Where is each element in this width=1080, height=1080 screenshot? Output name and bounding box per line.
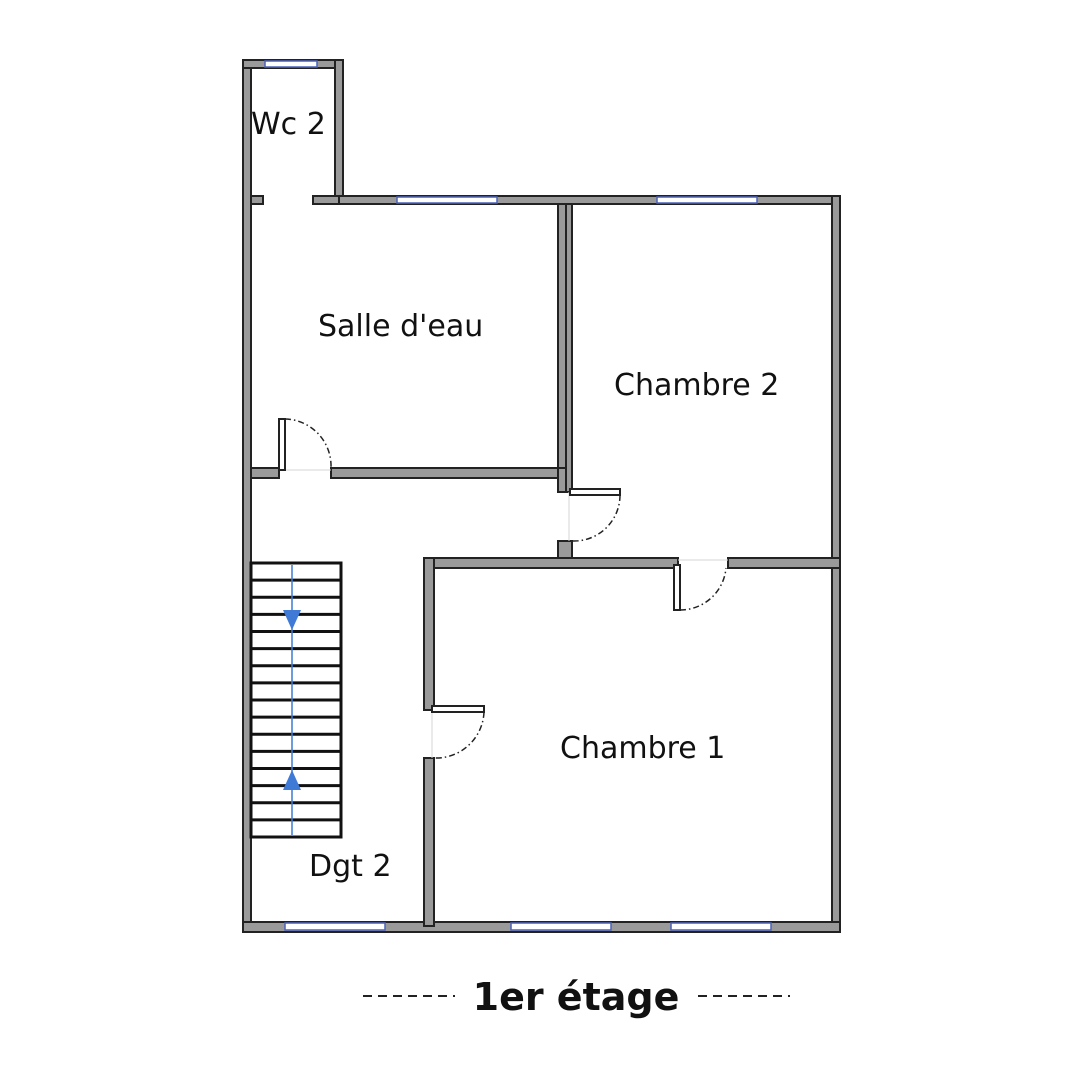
room-label-salle-eau: Salle d'eau bbox=[318, 309, 483, 344]
room-label-wc2: Wc 2 bbox=[251, 107, 326, 142]
wall-wc-stub-right bbox=[312, 195, 340, 205]
wall-ch2-south-left bbox=[423, 557, 679, 569]
wall-bath-south-left bbox=[250, 467, 280, 479]
wall-ch2-west-line bbox=[565, 203, 573, 493]
room-labels: Wc 2 Salle d'eau Chambre 2 Chambre 1 Dgt… bbox=[251, 107, 779, 884]
window-dgt bbox=[284, 922, 386, 931]
window-wc bbox=[264, 60, 318, 68]
room-label-chambre2: Chambre 2 bbox=[614, 368, 779, 403]
exterior-walls bbox=[242, 59, 841, 933]
window-bath bbox=[396, 196, 498, 204]
wall-wc-east bbox=[334, 59, 344, 205]
window-chambre2 bbox=[656, 196, 758, 204]
room-label-dgt2: Dgt 2 bbox=[309, 849, 392, 884]
wall-bath-east bbox=[557, 203, 567, 473]
stair-arrow-down-icon bbox=[283, 610, 301, 630]
window-chambre1-left bbox=[510, 922, 612, 931]
floor-title: 1er étage bbox=[363, 975, 790, 1019]
staircase bbox=[249, 561, 343, 839]
wall-bath-south-right bbox=[330, 467, 562, 479]
wall-ch1-west-bottom bbox=[423, 757, 435, 927]
door-chambre2 bbox=[568, 488, 621, 542]
door-chambre1-top bbox=[673, 559, 728, 611]
room-label-chambre1: Chambre 1 bbox=[560, 731, 725, 766]
wall-ch2-south-right bbox=[727, 557, 841, 569]
interior-walls bbox=[250, 195, 841, 927]
windows bbox=[264, 60, 772, 931]
stair-arrow-up-icon bbox=[283, 770, 301, 790]
floor-title-text: 1er étage bbox=[473, 975, 680, 1019]
door-salle-eau bbox=[278, 418, 332, 471]
wall-ch1-west-top bbox=[423, 557, 435, 711]
window-chambre1-right bbox=[670, 922, 772, 931]
wall-wc-stub-left bbox=[250, 195, 264, 205]
door-chambre1-side bbox=[431, 705, 485, 759]
doors bbox=[278, 418, 728, 759]
